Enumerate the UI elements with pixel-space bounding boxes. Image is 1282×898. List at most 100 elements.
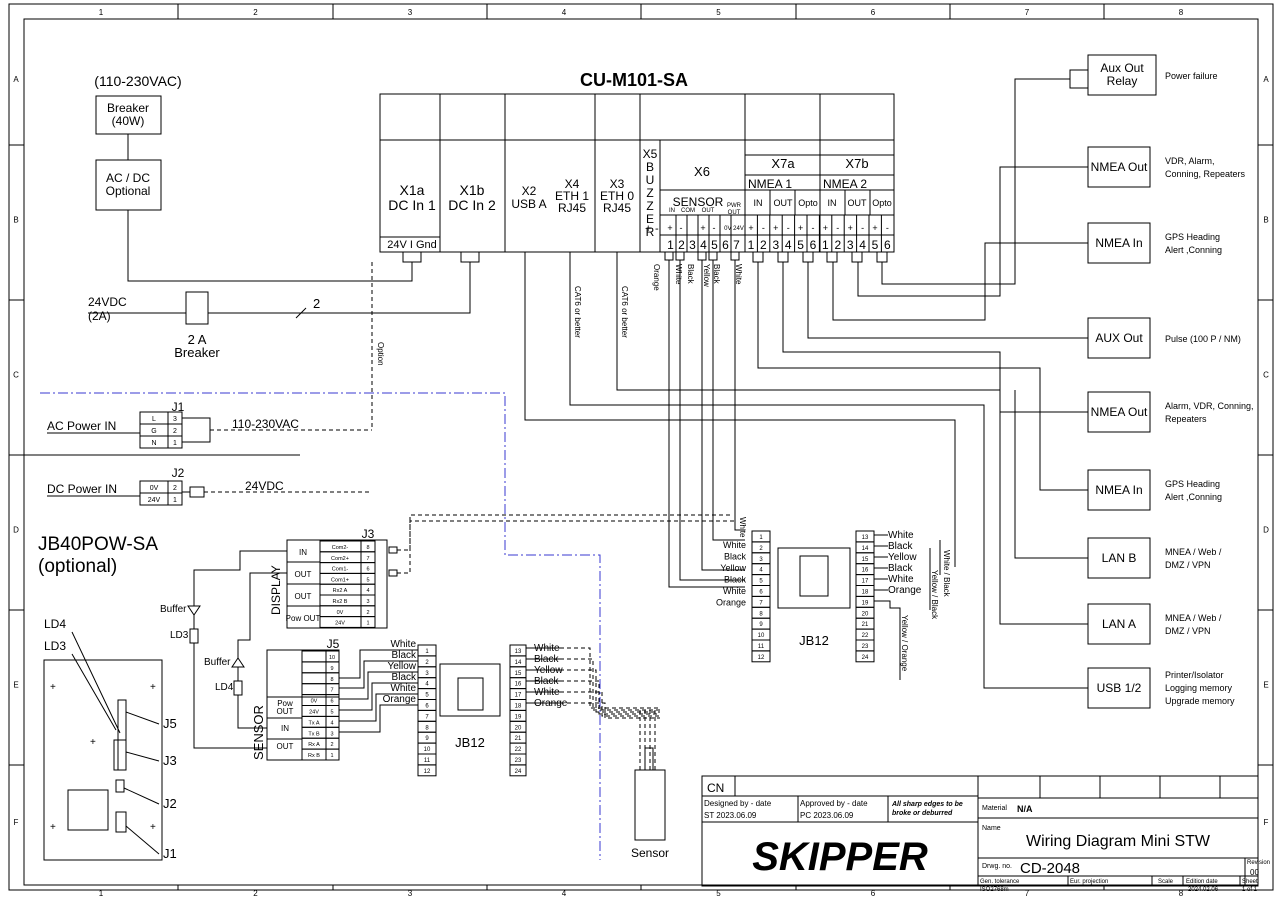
x7-pin-3: 3 <box>772 238 779 252</box>
row-label-10: E <box>1263 681 1268 690</box>
option-label: Option <box>376 342 385 366</box>
j2-voltage: 24VDC <box>245 479 284 493</box>
j1-plug <box>182 417 211 443</box>
j5-cell-text-9: Rx A <box>308 742 320 748</box>
x1b-plug <box>460 251 480 263</box>
x5-letter-2: B <box>646 160 654 174</box>
jb12-main-pin-num-9: 5 <box>759 579 763 585</box>
x4-label: X4 <box>565 177 580 191</box>
nmea2-in-wire <box>757 262 1088 491</box>
output-desc-6: Pulse (100 P / NM) <box>1165 334 1241 344</box>
x7-polarity-7: + <box>823 223 828 233</box>
jb12-pin-num-15: 8 <box>425 725 429 731</box>
column-label-14: 7 <box>1025 889 1030 898</box>
column-label-12: 6 <box>871 889 876 898</box>
buffer-label-2: Buffer <box>204 657 231 668</box>
x6-pin-7: 7 <box>733 238 740 252</box>
x1a-label-2: DC In 1 <box>388 197 436 213</box>
sensor-label: SENSOR <box>673 195 724 209</box>
j3-group-2: OUT <box>295 570 312 579</box>
j5-side: SENSOR <box>251 705 266 760</box>
j3-pin-5: 4 <box>366 588 369 594</box>
jb40-boundary <box>40 392 601 860</box>
jb40-board <box>43 659 163 861</box>
jb40-mount-3: + <box>50 822 56 833</box>
jb12-main-wire-color-6: Orange <box>716 598 746 608</box>
x1b-label-2: DC In 2 <box>448 197 496 213</box>
sensor-sub-2: COM <box>681 208 695 214</box>
output-box-label-9: LAN A <box>1102 617 1136 631</box>
jb12-main-wire-color-3: Yellow <box>720 563 746 573</box>
j2-pin: 2 <box>173 485 177 492</box>
x7-pin: 1 <box>748 238 755 252</box>
jb12-main-wire-color-12: Orange <box>888 585 922 596</box>
x2-label: X2 <box>522 184 537 198</box>
x7a-label: X7a <box>771 156 795 171</box>
drawing-frame <box>8 3 1274 891</box>
jb12-vertical-3: Yellow / Orange <box>900 615 909 672</box>
output-desc-16: Logging memory <box>1165 683 1233 693</box>
acdc-label-2: Optional <box>106 184 151 198</box>
x7-polarity-12: - <box>886 223 889 233</box>
sensor-dashed-3 <box>560 669 660 713</box>
column-label-3: 2 <box>253 8 258 17</box>
jb12-pin-num-3: 2 <box>425 660 429 666</box>
jb40-mount: + <box>50 682 56 693</box>
jb12-main-pin-num-17: 9 <box>759 622 763 628</box>
wire-count-tick <box>295 307 307 319</box>
jb12-main-pin-num-7: 4 <box>759 568 763 574</box>
led-leader-2 <box>71 653 117 731</box>
j3-pin-6: 3 <box>366 599 369 605</box>
jb12-pin-num-12: 18 <box>515 704 522 710</box>
jb12-main-pin-num-15: 8 <box>759 611 763 617</box>
jb12-main-pin-num-4: 14 <box>862 546 869 552</box>
j5-group-3: IN <box>281 724 289 733</box>
output-box-9 <box>1087 667 1151 709</box>
jb40-mount-2: + <box>150 682 156 693</box>
column-label-10: 5 <box>716 889 721 898</box>
breaker-40w-label-2: (40W) <box>112 114 145 128</box>
j3-group: IN <box>299 548 307 557</box>
j5-pin-3: 8 <box>330 677 333 683</box>
jb40-leader <box>125 711 160 725</box>
jb12-pin-num-7: 4 <box>425 682 429 688</box>
tb-revision-value: 00 <box>1250 868 1259 877</box>
x7-pin-5: 5 <box>797 238 804 252</box>
j5-pin: 10 <box>329 655 335 661</box>
tb-material-value: N/A <box>1017 804 1033 814</box>
j2-tag: J2 <box>172 466 185 480</box>
breaker-2a-label-2: Breaker <box>174 345 220 360</box>
output-box-label-5: AUX Out <box>1095 331 1143 345</box>
x7-plug-6 <box>876 251 888 263</box>
dc24-label-2: (2A) <box>88 309 111 323</box>
row-label-5: C <box>13 371 19 380</box>
x1a-pins: 24V I Gnd <box>387 239 437 251</box>
jb12-main-wire-color-7: White <box>888 530 914 541</box>
jb12-pin-num-4: 14 <box>515 660 522 666</box>
output-box-label-4: NMEA In <box>1095 236 1142 250</box>
x6-pin-3: 3 <box>689 238 696 252</box>
j1-cell-text-2: G <box>151 428 156 435</box>
jb12-pin-num-17: 9 <box>425 736 429 742</box>
j1-pin-2: 2 <box>173 428 177 435</box>
jb12-main-wire-color-5: White <box>723 586 746 596</box>
led-box-2 <box>233 680 243 696</box>
led-label-2: LD4 <box>215 682 234 693</box>
jb12-pin-num-9: 5 <box>425 693 429 699</box>
j1-pin-3: 1 <box>173 440 177 447</box>
j1-cell-text-3: N <box>151 440 156 447</box>
x7-plug-3 <box>802 251 814 263</box>
x2-label-2: USB A <box>511 197 546 211</box>
nmea-column-4: IN <box>828 198 837 208</box>
jb12-wire-color: White <box>390 639 416 650</box>
jb12-wire-color-6: Orange <box>383 694 417 705</box>
buffer-to-sensor-2 <box>237 695 267 729</box>
jb12-main-pin-23 <box>751 650 771 663</box>
x7-pin-8: 2 <box>834 238 841 252</box>
dc-to-x1b <box>208 262 471 314</box>
output-box-label-7: NMEA In <box>1095 483 1142 497</box>
x6-pin-6: 6 <box>722 238 729 252</box>
jb40-conn-label-4: J1 <box>163 846 177 861</box>
sensor-lead-3 <box>339 671 390 700</box>
breaker-40w-label: Breaker <box>107 101 149 115</box>
